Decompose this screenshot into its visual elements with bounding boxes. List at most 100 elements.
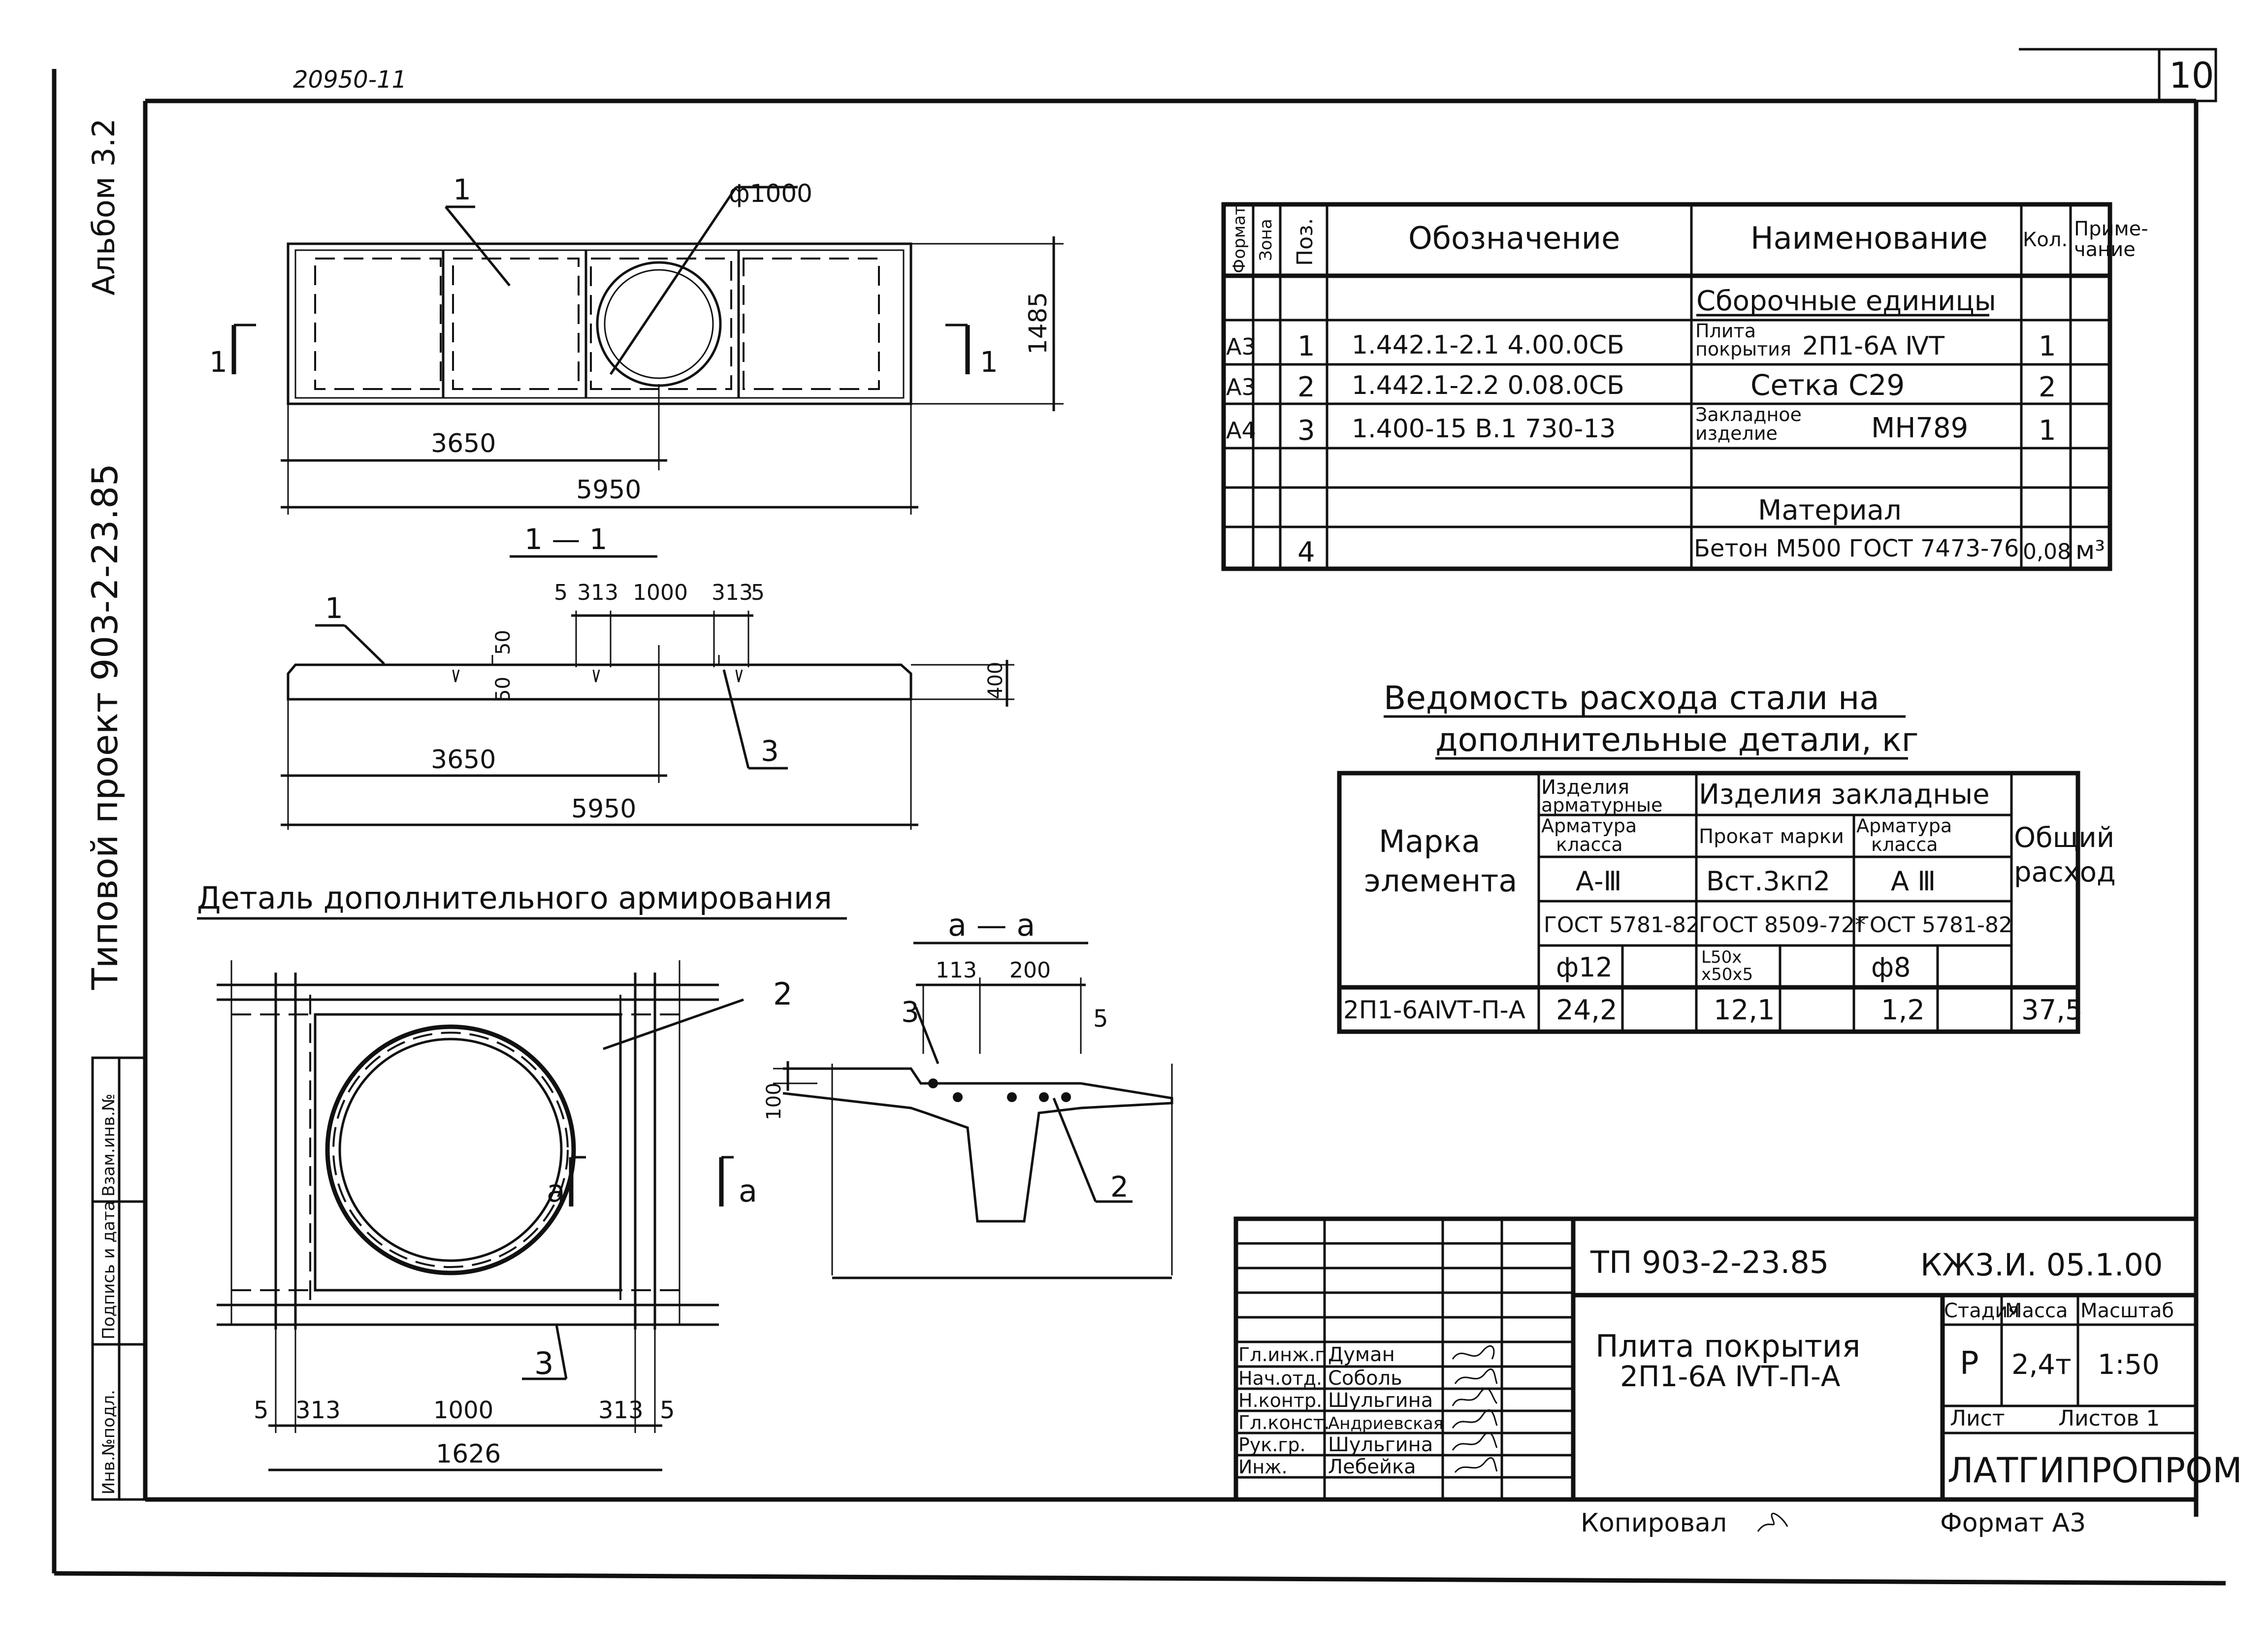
plan-dim-3650: 3650 [431,429,496,458]
plan-pos-1: 1 [453,173,471,206]
steel-row-mark: 2П1-6АⅣТ-П-А [1343,996,1525,1024]
tb-stage: Р [1960,1345,1979,1382]
spec-material-qty: 0,08 [2023,539,2071,564]
spec-r3-name: МН789 [1871,412,1968,444]
steel-rebar-gost: ГОСТ 5781-82 [1544,912,1700,938]
spec-r3-qty: 1 [2039,415,2056,447]
steel-row-emb: 1,2 [1881,994,1925,1026]
spec-material-title: Материал [1758,494,1902,526]
plan-diameter: ф1000 [729,179,812,208]
section11-dim-313a: 313 [577,580,618,605]
tb-name-4: Шульгина [1328,1434,1433,1456]
section11-dim-5a: 5 [554,580,568,605]
spec-material-note: м³ [2075,536,2105,565]
approval-stamp [91,1056,147,1501]
sectionaa-pos-3: 3 [901,995,919,1029]
section11-dim-5b: 5 [751,580,765,605]
spec-r2-name: Сетка С29 [1750,368,1905,402]
spec-r1-format: А3 [1226,333,1256,360]
steel-row-rolled: 12,1 [1714,994,1775,1026]
spec-r2-format: А3 [1226,374,1256,400]
copier-signature [1757,1512,1788,1532]
tb-mass-label: Масса [2005,1300,2068,1322]
sectionaa-pos-2: 2 [1110,1170,1129,1204]
section11-dim-3650: 3650 [431,745,496,775]
tb-item-title-2: 2П1-6А ⅣТ-П-А [1620,1360,1841,1393]
steel-emb-class: А Ⅲ [1891,866,1936,897]
sectionaa-dim-5: 5 [1093,1005,1108,1033]
detail-dim-1000: 1000 [433,1397,493,1424]
spec-r3-designation: 1.400-15 В.1 730-13 [1352,414,1616,444]
tb-role-2: Н.контр. [1238,1390,1322,1411]
spec-header-note: Приме-чание [2074,218,2148,261]
spec-r3-format: А4 [1226,417,1256,444]
tb-role-0: Гл.инж.п. [1238,1344,1333,1366]
plan-dim-5950: 5950 [576,475,641,505]
steel-col-mark-2: элемента [1364,863,1517,899]
spec-header-qty: Кол. [2023,228,2068,251]
tb-role-1: Нач.отд. [1238,1368,1322,1389]
steel-title-1: Ведомость расхода стали на [1384,679,1879,717]
detail-pos-2: 2 [773,976,792,1012]
spec-r2-designation: 1.442.1-2.2 0.08.0СБ [1352,371,1624,400]
tb-name-3: Андриевская [1328,1414,1443,1434]
section11-pos-1: 1 [325,591,343,625]
spec-header-designation: Обозначение [1408,220,1620,256]
steel-row-rebar: 24,2 [1556,994,1618,1026]
tb-project: ТП 903-2-23.85 [1590,1244,1829,1280]
sheet-frame [52,48,2226,1586]
spec-r2-pos: 2 [1297,371,1315,403]
detail-dim-313b: 313 [598,1397,644,1424]
steel-title-2: дополнительные детали, кг [1435,721,1918,759]
section11-dim-313b: 313 [712,580,753,605]
footer-format: Формат А3 [1940,1508,2086,1538]
spec-header-pos: Поз. [1293,218,1318,266]
detail-dim-5b: 5 [660,1397,675,1424]
steel-rolled-grade: Вст.3кп2 [1706,866,1830,897]
section11-title: 1 — 1 [524,522,608,556]
steel-rebar-class-label-1: Арматура [1541,815,1637,837]
tb-name-1: Соболь [1328,1367,1402,1390]
section11-dim-50b: 50 [492,677,515,702]
doc-code: 20950-11 [293,66,407,94]
section11-dim-400: 400 [984,662,1007,699]
steel-group-rebar-2: арматурные [1541,794,1662,816]
detail-dim-5a: 5 [254,1397,269,1424]
steel-rebar-class-label-2: класса [1556,834,1623,855]
tb-item-title-1: Плита покрытия [1595,1328,1860,1364]
spec-material-pos: 4 [1297,536,1315,568]
section11-dim-1000: 1000 [633,580,688,605]
steel-group-rebar-1: Изделия [1541,776,1629,799]
steel-rebar-d: ф12 [1556,952,1613,983]
tb-name-5: Лебейка [1328,1456,1416,1478]
section11-pos-3: 3 [761,734,779,768]
sectionaa-dim-200: 200 [1009,958,1051,983]
sheet-number: 10 [2169,55,2214,96]
detail-title: Деталь дополнительного армирования [197,880,832,916]
plan-cut-right: 1 [980,345,998,379]
steel-col-total-2: расход [2014,856,2116,888]
steel-rolled-label: Прокат марки [1699,825,1844,848]
detail-pos-3: 3 [534,1345,553,1381]
stamp-sign: Подпись и дата [99,1201,119,1339]
spec-header-name: Наименование [1750,220,1988,256]
stamp-replace: Взам.инв.№ [99,1094,119,1197]
project-label: Типовой проект 903-2-23.85 [84,463,126,990]
detail-cut-left: а [547,1173,565,1209]
stamp-inv: Инв.№подл. [99,1390,119,1495]
plan-cut-left: 1 [209,345,227,379]
steel-col-total-1: Общий [2014,822,2114,854]
detail-dim-1626: 1626 [436,1439,501,1469]
steel-emb-class-label-1: Арматура [1856,815,1952,837]
steel-rolled-gost: ГОСТ 8509-72* [1699,912,1866,938]
spec-r1-name: 2П1-6А ⅣТ [1802,331,1944,361]
spec-section-title: Сборочные единицы [1696,285,1996,317]
tb-code: КЖ3.И. 05.1.00 [1920,1247,2163,1283]
spec-r1-qty: 1 [2039,330,2056,362]
steel-emb-class-label-2: класса [1871,834,1938,855]
spec-r1-pos: 1 [1297,330,1315,362]
